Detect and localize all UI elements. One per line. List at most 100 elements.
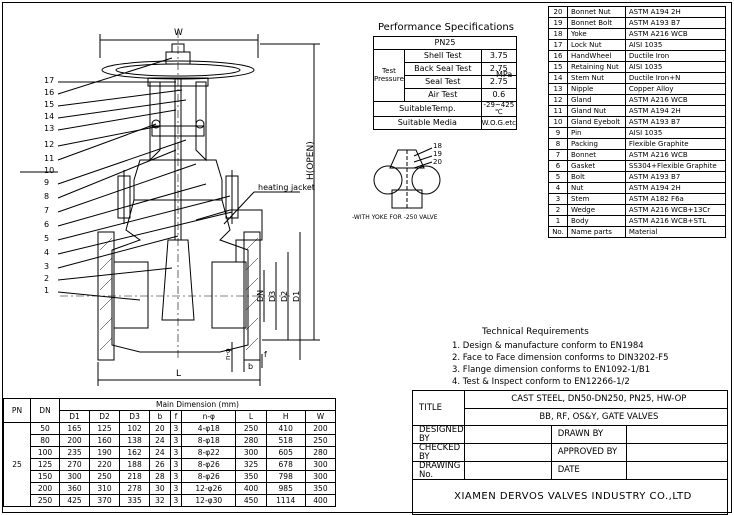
dims-cell: 235 [58, 446, 91, 459]
parts-name: Body [567, 215, 626, 227]
temp-label: SuitableTemp. [373, 101, 482, 117]
dims-cell: 798 [265, 470, 306, 483]
dims-cell: 3 [169, 494, 183, 507]
dim-label-d1: D1 [292, 290, 301, 302]
dims-cell: 50 [30, 422, 60, 435]
checked-by-value [463, 443, 552, 462]
title-label: TITLE [412, 390, 465, 426]
requirements-title: Technical Requirements [482, 327, 589, 337]
parts-name: Bolt [567, 171, 626, 183]
parts-no: 1 [548, 215, 568, 227]
dim-label-l: L [176, 369, 182, 379]
drawn-by-value [625, 425, 729, 444]
parts-header-no: No. [548, 226, 568, 238]
dims-cell: 280 [235, 434, 267, 447]
dims-cell: 8-φ18 [181, 434, 237, 447]
parts-no: 17 [548, 39, 568, 51]
dims-cell: 280 [304, 446, 337, 459]
dims-cell: 410 [265, 422, 306, 435]
parts-name: Yoke [567, 28, 626, 40]
dims-cell: 3 [169, 434, 183, 447]
detail-callout-19: 19 [433, 150, 442, 158]
dims-col-header: n-φ [181, 410, 237, 423]
dims-cell: 300 [235, 446, 267, 459]
parts-material: AISI 1035 [624, 39, 727, 51]
dims-col-header: W [304, 410, 337, 423]
callout-16: 16 [44, 88, 55, 97]
dim-label-dn: DN [256, 289, 265, 302]
performance-table: PN25 Test Pressure Shell Test 3.75 Back … [373, 36, 518, 130]
dim-label-d2: D2 [280, 290, 289, 302]
callout-7: 7 [44, 206, 50, 215]
callout-14: 14 [44, 112, 55, 121]
parts-name: Gland Nut [567, 105, 626, 117]
dims-cell: 200 [30, 482, 60, 495]
detail-callout-20: 20 [433, 158, 442, 166]
parts-name: Nipple [567, 83, 626, 95]
dims-col-header: D2 [89, 410, 121, 423]
dims-cell: 26 [149, 458, 171, 471]
perf-row-name: Air Test [403, 88, 482, 102]
dims-cell: 80 [30, 434, 60, 447]
dims-cell: 985 [265, 482, 306, 495]
dims-col-header: D3 [119, 410, 151, 423]
dim-label-n-phi: n-φ [224, 348, 232, 360]
parts-material: Ductile Iron+N [624, 72, 727, 84]
dims-cell: 125 [89, 422, 121, 435]
parts-header-name: Name parts [567, 226, 626, 238]
dims-cell: 518 [265, 434, 306, 447]
temp-value: -29~425 ℃ [480, 101, 518, 117]
dims-cell: 188 [119, 458, 151, 471]
callout-3: 3 [44, 262, 50, 271]
dims-cell: 3 [169, 422, 183, 435]
dims-cell: 24 [149, 446, 171, 459]
date: DATE [550, 461, 627, 480]
dims-cell: 160 [89, 434, 121, 447]
dims-cell: 24 [149, 434, 171, 447]
date-value [625, 461, 729, 480]
dims-cell: 425 [58, 494, 91, 507]
company-name: XIAMEN DERVOS VALVES INDUSTRY CO.,LTD [412, 479, 728, 515]
parts-material: ASTM A216 WCB+13Cr [624, 204, 727, 216]
parts-material: ASTM A216 WCB [624, 149, 727, 161]
dims-cell: 310 [89, 482, 121, 495]
parts-material: SS304+Flexible Graphite [624, 160, 727, 172]
parts-no: 16 [548, 50, 568, 62]
callout-11: 11 [44, 154, 55, 163]
parts-no: 12 [548, 94, 568, 106]
dims-cell: 605 [265, 446, 306, 459]
dims-col-header: D1 [58, 410, 91, 423]
dims-cell: 350 [304, 482, 337, 495]
dims-col-header: f [169, 410, 183, 423]
dims-cell: 270 [58, 458, 91, 471]
parts-material: AISI 1035 [624, 127, 727, 139]
requirements-list: 1. Design & manufacture conform to EN198… [452, 340, 668, 388]
dims-cell: 450 [235, 494, 267, 507]
parts-name: Gland [567, 94, 626, 106]
title-line2: BB, RF, OS&Y, GATE VALVES [463, 407, 729, 426]
parts-name: Lock Nut [567, 39, 626, 51]
parts-name: Stem [567, 193, 626, 205]
dims-cell: 220 [89, 458, 121, 471]
parts-material: Ductile Iron [624, 50, 727, 62]
parts-material: ASTM A194 2H [624, 6, 727, 18]
dims-cell: 165 [58, 422, 91, 435]
dims-col-header: H [265, 410, 306, 423]
dim-label-h: H(OPEN) [306, 141, 316, 180]
parts-no: 3 [548, 193, 568, 205]
